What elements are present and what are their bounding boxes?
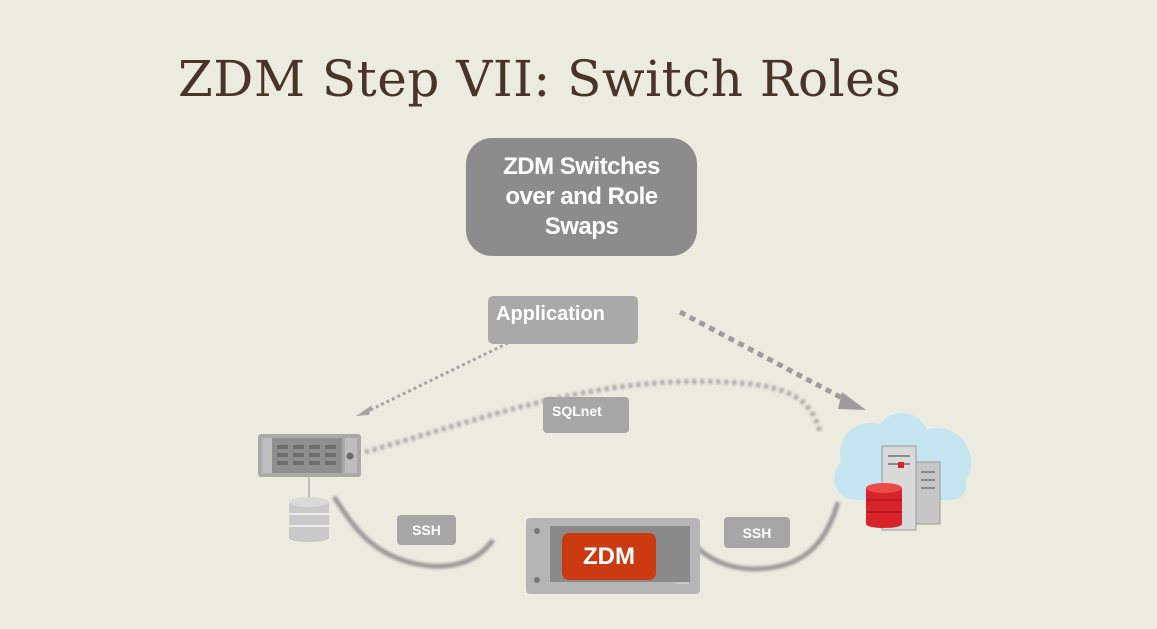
sqlnet-label: SQLnet [543,397,629,433]
target-cloud-icon [834,413,971,531]
zdm-badge: ZDM [562,533,656,580]
application-label: Application [496,303,605,325]
step-callout-text: ZDM Switches over and Role Swaps [503,153,660,240]
ssh-right-line [695,501,841,572]
target-database-icon [866,483,902,528]
step-callout: ZDM Switches over and Role Swaps [466,138,697,256]
sqlnet-arc [364,378,823,455]
ssh-right-label: SSH [724,517,790,548]
source-database-icon [289,497,329,542]
source-server-icon [258,434,361,497]
app-to-target-line [678,309,848,403]
slide-title: ZDM Step VII: Switch Roles [178,50,902,108]
app-to-source-arrowhead [356,405,372,416]
ssh-left-line [331,495,496,569]
app-to-source-line [365,341,509,414]
application-box: Application [488,296,638,344]
app-to-target-arrowhead [838,392,866,410]
ssh-left-label: SSH [397,515,456,545]
zdm-server-icon: ZDM [526,518,700,594]
